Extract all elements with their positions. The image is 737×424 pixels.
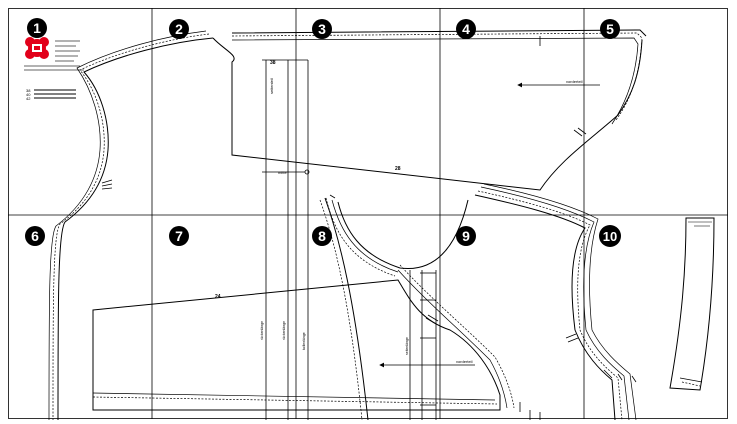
sleeve-piece-upper (212, 29, 647, 191)
page-marker-10: 10 (599, 225, 621, 247)
side-label-mitte: mitte (278, 170, 287, 175)
grain-label-lower: vorderteil (456, 359, 473, 364)
page-marker-1: 1 (27, 18, 47, 38)
label-rueckenlaenge-1: rückenlänge (260, 321, 264, 340)
page-marker-8-label: 8 (318, 228, 326, 244)
page-marker-5: 5 (600, 19, 620, 39)
page-marker-6: 6 (25, 226, 45, 246)
piece-number-b: 28 (395, 166, 401, 172)
side-label-seitenteil: seitenteil (269, 78, 274, 94)
page-marker-10-label: 10 (603, 229, 617, 244)
svg-text:38: 38 (26, 88, 31, 93)
label-seitenlaenge: seitenlänge (405, 337, 409, 355)
armhole-curve (325, 194, 469, 277)
page-marker-3: 3 (312, 19, 332, 39)
page-marker-9-label: 9 (462, 228, 470, 244)
label-taillenlaenge: taillenlänge (302, 332, 306, 350)
page-marker-2: 2 (169, 19, 189, 39)
construction-lines (262, 59, 437, 420)
lower-body-piece (92, 264, 515, 411)
tile-grid (8, 8, 728, 419)
piece-number-a: 38 (270, 60, 276, 66)
page-marker-2-label: 2 (175, 21, 183, 37)
notch-marks (101, 127, 637, 420)
button-marker (304, 169, 310, 175)
grain-label-upper: vorderteil (566, 79, 583, 84)
page-marker-3-label: 3 (318, 21, 326, 37)
facing-label (688, 221, 712, 227)
side-labels: seitenteil mitte (269, 78, 287, 175)
legend-text-block (24, 40, 84, 71)
size-legend (34, 89, 76, 99)
page-marker-6-label: 6 (31, 228, 39, 244)
side-piece-edge (319, 197, 369, 421)
vertical-labels: rückenlänge rückenlänge taillenlänge sei… (260, 321, 409, 355)
brand-logo (25, 37, 49, 59)
page-marker-4: 4 (456, 19, 476, 39)
piece-number-c: 24 (215, 294, 221, 300)
grain-labels: vorderteil vorderteil (456, 79, 583, 364)
page-marker-1-label: 1 (33, 20, 41, 36)
page-marker-4-label: 4 (462, 21, 470, 37)
page-marker-5-label: 5 (606, 21, 614, 37)
front-piece-outline (48, 30, 214, 421)
page-marker-8: 8 (312, 226, 332, 246)
svg-text:40: 40 (26, 92, 31, 97)
measure-ticks (262, 171, 436, 406)
page-marker-7-label: 7 (175, 228, 183, 244)
piece-labels: 38 28 24 (215, 60, 401, 300)
label-rueckenlaenge-2: rückenlänge (282, 321, 286, 340)
page-marker-9: 9 (456, 226, 476, 246)
svg-text:42: 42 (26, 96, 31, 101)
size-legend-labels: 38 40 42 (26, 88, 31, 101)
page-marker-7: 7 (169, 226, 189, 246)
facing-piece (669, 217, 715, 391)
back-piece-outline (474, 183, 637, 421)
grain-arrows (379, 82, 600, 368)
